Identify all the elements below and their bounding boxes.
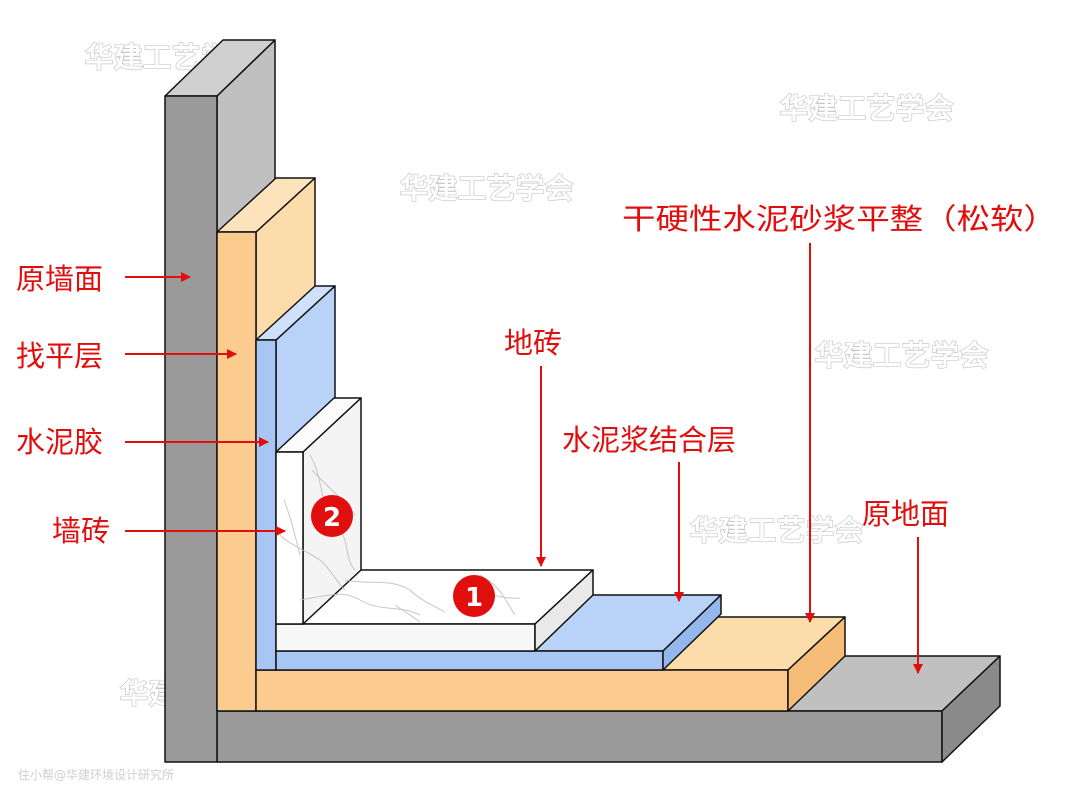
floor-slurry-front xyxy=(275,650,664,671)
watermark: 华建工艺学会 xyxy=(400,172,574,205)
watermark: 华建工艺学会 xyxy=(815,339,989,372)
wall-glue-front xyxy=(255,339,277,671)
floor-tile-side xyxy=(534,569,594,652)
wall-tile-front xyxy=(275,451,304,625)
label-floor-tile: 地砖 xyxy=(504,326,562,360)
wall-tile-number: 2 xyxy=(323,503,341,533)
label-original-wall: 原墙面 xyxy=(16,262,103,296)
annotations: 原墙面 找平层 水泥胶 墙砖 地砖 水泥浆结合层 干硬性水泥砂浆平整（松软） 原… xyxy=(16,202,1057,674)
label-original-floor: 原地面 xyxy=(862,497,949,531)
wall-tile-badge: 2 xyxy=(311,495,353,537)
original-floor-side xyxy=(941,655,1001,763)
original-floor-front xyxy=(216,710,943,763)
wall-leveling-front xyxy=(216,231,257,712)
watermark: 华建工艺学会 xyxy=(690,514,864,547)
label-cement-slurry-bond: 水泥浆结合层 xyxy=(562,423,736,457)
floor-mortar-side xyxy=(787,616,846,712)
watermark: 华建工艺学会 xyxy=(780,92,954,125)
floor-tile-front xyxy=(275,623,536,652)
floor-slurry-side xyxy=(662,594,722,671)
floor-mortar-front xyxy=(255,669,789,712)
original-wall-front xyxy=(164,95,218,763)
floor-tile-number: 1 xyxy=(465,583,483,613)
label-cement-glue: 水泥胶 xyxy=(16,425,103,459)
label-dry-mortar: 干硬性水泥砂浆平整（松软） xyxy=(622,202,1057,236)
floor-tile-badge: 1 xyxy=(453,575,495,617)
label-leveling-layer: 找平层 xyxy=(16,339,103,373)
label-wall-tile: 墙砖 xyxy=(52,514,110,548)
image-credit: 住小帮@华建环境设计研究所 xyxy=(18,767,174,782)
